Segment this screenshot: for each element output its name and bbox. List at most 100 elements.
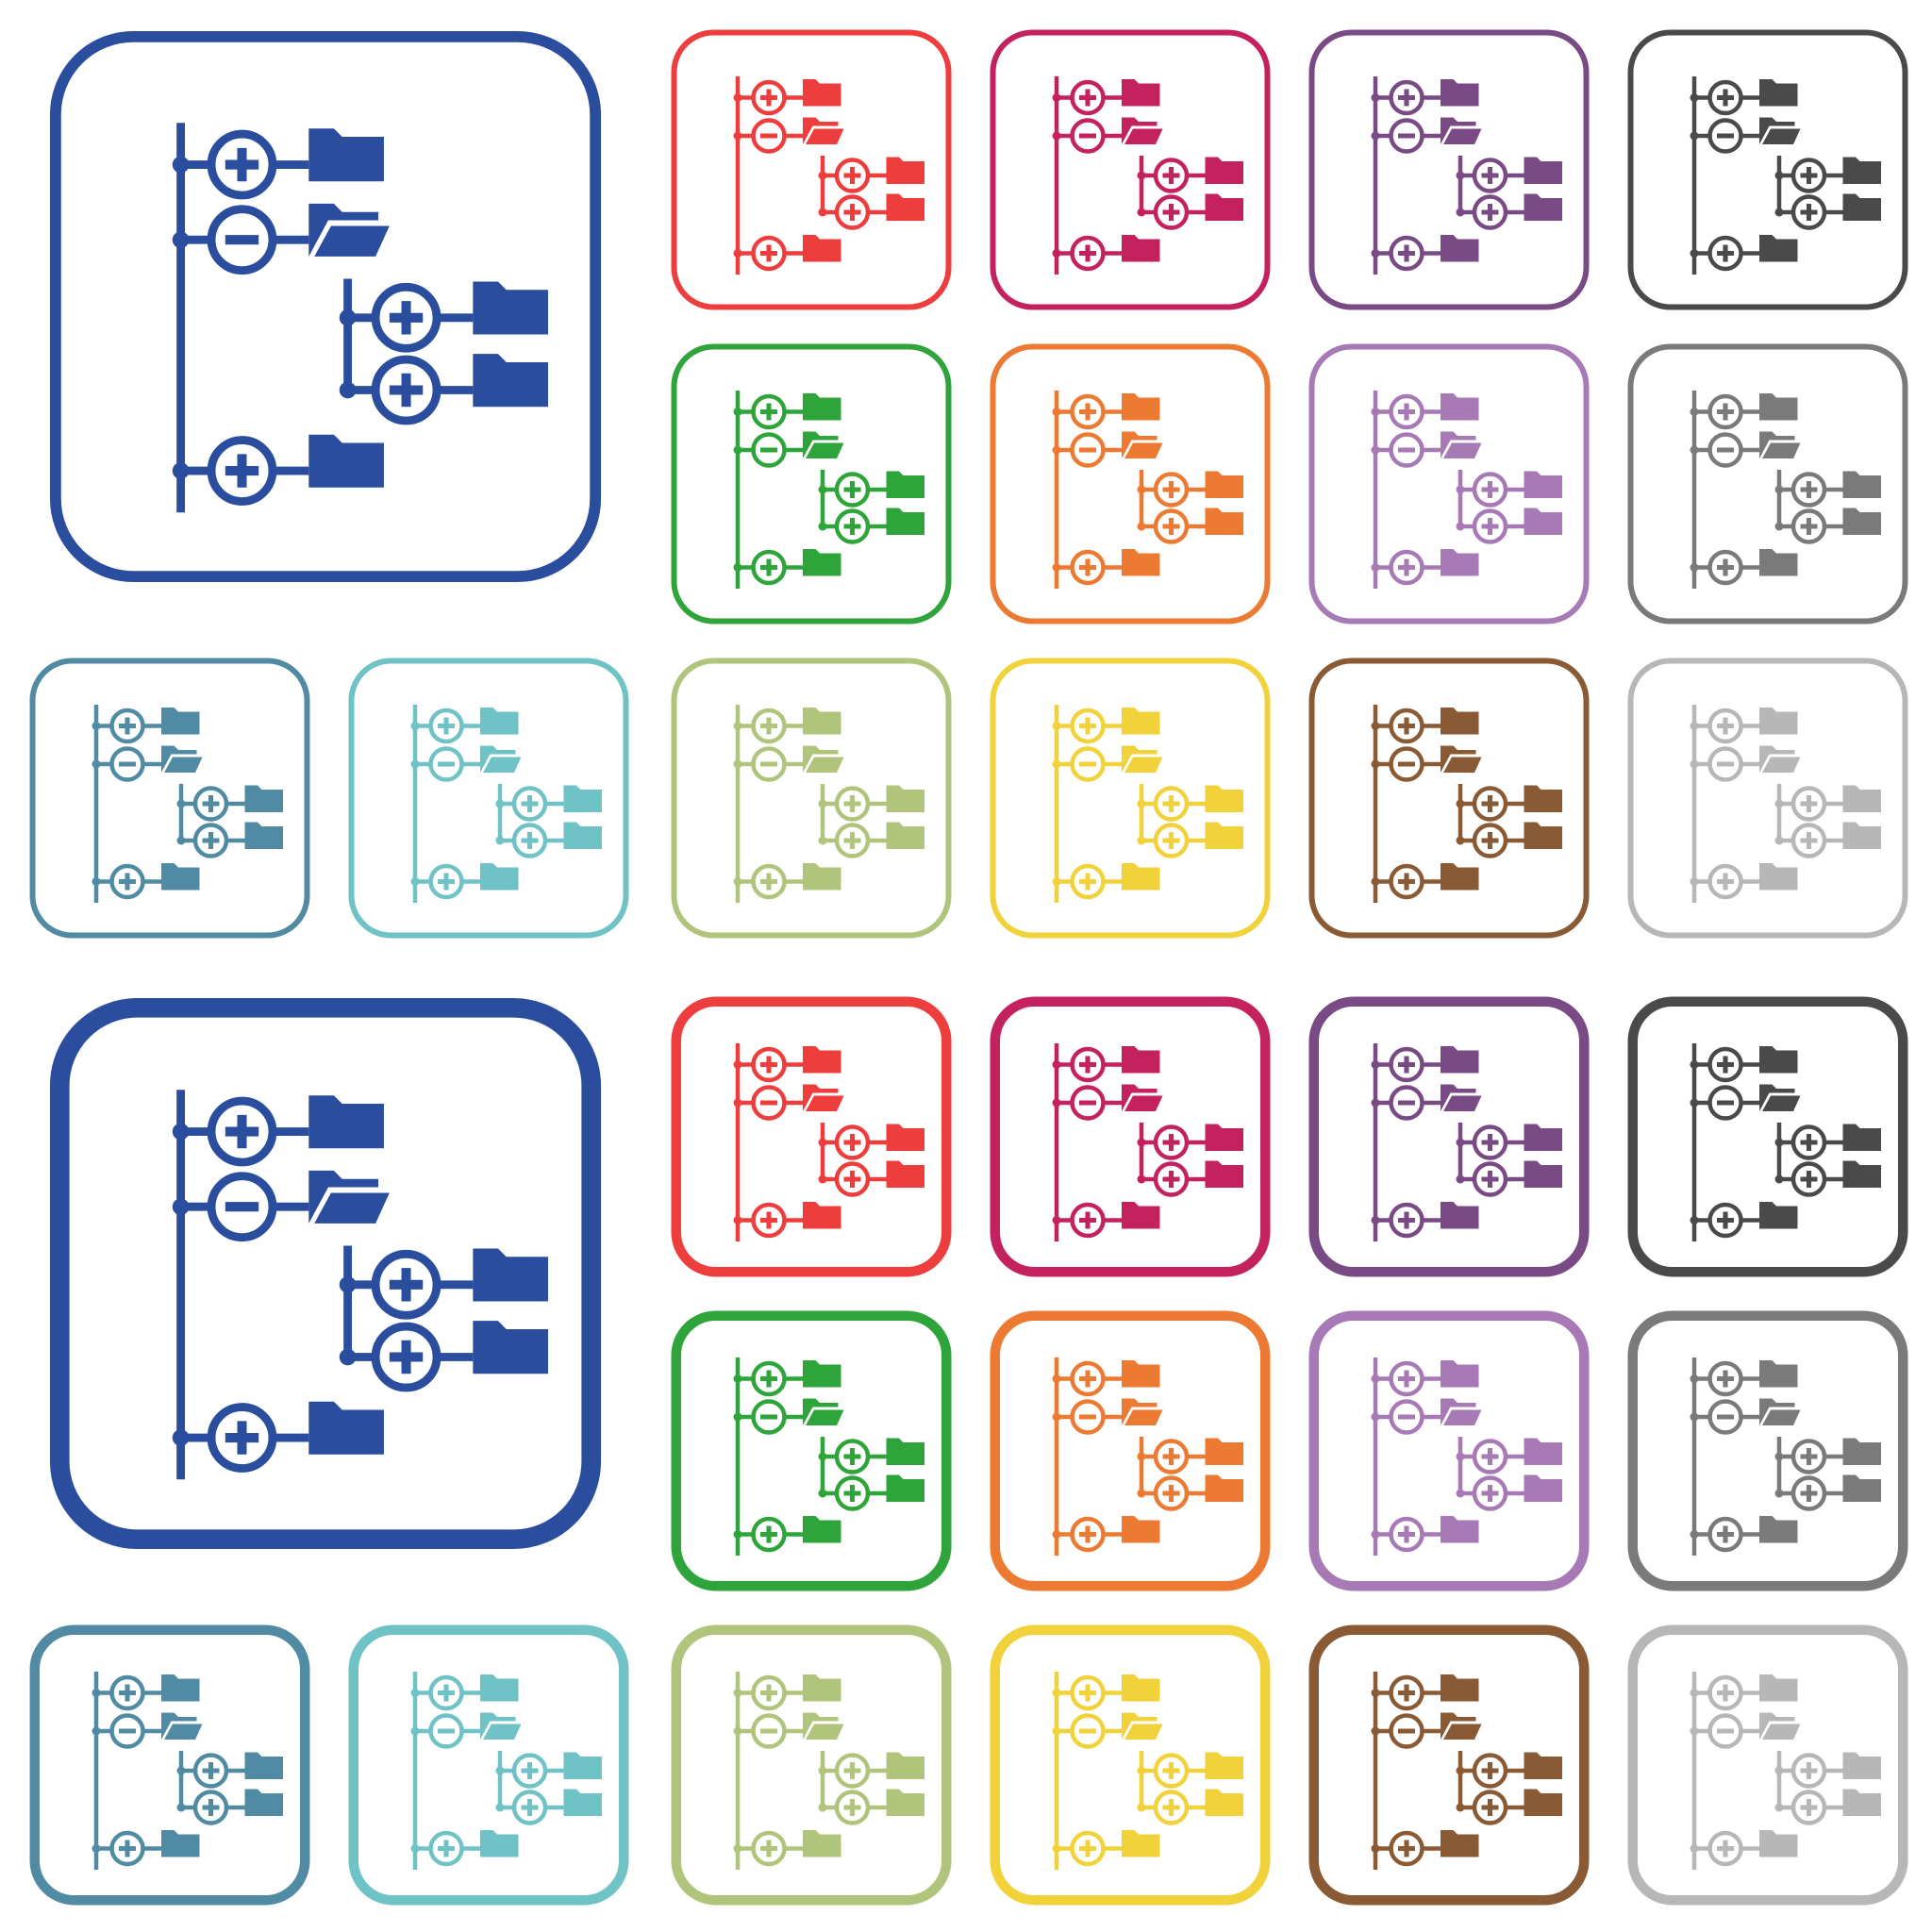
tile-border — [1627, 658, 1908, 939]
thick-border-tile[interactable] — [1307, 1309, 1591, 1592]
thick-border-tile[interactable] — [670, 1309, 953, 1592]
folder-icon — [480, 1830, 519, 1857]
folder-icon — [563, 822, 602, 849]
thin-border-tile[interactable] — [1307, 657, 1591, 940]
folder-icon — [803, 1674, 841, 1702]
folder-open-icon — [164, 757, 203, 773]
thin-border-tile[interactable] — [670, 342, 953, 625]
tile-border — [29, 658, 310, 939]
thick-border-tile[interactable] — [1626, 1624, 1909, 1907]
thin-border-tile[interactable] — [1626, 28, 1909, 311]
folder-tree-icon — [990, 1624, 1271, 1906]
thick-border-tile[interactable] — [670, 995, 953, 1278]
thin-border-tile[interactable] — [989, 342, 1272, 625]
thin-border-tile[interactable] — [1307, 28, 1591, 311]
folder-tree-glyph — [1052, 76, 1243, 275]
folder-icon — [1524, 1124, 1562, 1151]
folder-tree-glyph — [1052, 1043, 1243, 1241]
thick-border-tile[interactable] — [1307, 1624, 1591, 1907]
thick-border-tile[interactable] — [47, 995, 604, 1552]
tile-border — [671, 29, 952, 310]
thick-border-tile[interactable] — [670, 1624, 953, 1907]
thin-border-tile[interactable] — [1626, 342, 1909, 625]
folder-tree-icon — [1308, 29, 1590, 310]
thin-border-tile[interactable] — [670, 657, 953, 940]
folder-tree-icon — [671, 1310, 952, 1591]
folder-icon — [244, 822, 283, 849]
folder-icon — [803, 549, 841, 576]
thin-border-tile[interactable] — [989, 657, 1272, 940]
thick-border-tile[interactable] — [347, 1624, 630, 1907]
folder-icon — [1524, 822, 1562, 849]
folder-tree-glyph — [92, 1672, 283, 1870]
thin-border-tile[interactable] — [1307, 342, 1591, 625]
folder-open-back — [308, 1170, 379, 1224]
folder-open-icon — [1443, 757, 1482, 773]
folder-open-icon — [1124, 1724, 1163, 1740]
thick-border-tile[interactable] — [1626, 995, 1909, 1278]
folder-open-back — [803, 1084, 839, 1111]
folder-icon — [1759, 863, 1798, 891]
thin-border-tile[interactable] — [47, 28, 604, 585]
folder-icon — [244, 1752, 283, 1779]
thin-border-tile[interactable] — [670, 28, 953, 311]
folder-open-icon — [806, 442, 844, 458]
folder-icon — [1122, 1360, 1160, 1388]
tile-border — [671, 658, 952, 939]
folder-tree-icon — [1308, 1624, 1590, 1906]
folder-icon — [886, 471, 924, 498]
folder-open-back — [1441, 745, 1476, 773]
folder-open-icon — [1443, 1409, 1482, 1425]
folder-icon — [1122, 1202, 1160, 1229]
thick-border-tile[interactable] — [989, 1624, 1272, 1907]
folder-icon — [1759, 1360, 1798, 1388]
folder-icon — [1205, 1160, 1243, 1188]
folder-open-back — [803, 1712, 839, 1740]
tile-border — [990, 1310, 1271, 1591]
folder-icon — [1759, 393, 1798, 421]
thick-border-tile[interactable] — [989, 1309, 1272, 1592]
folder-icon — [1441, 1046, 1479, 1074]
tile-border — [1627, 29, 1908, 310]
folder-icon — [1842, 1160, 1881, 1188]
folder-tree-glyph — [410, 705, 602, 903]
folder-icon — [1441, 1516, 1479, 1543]
folder-icon — [1842, 193, 1881, 221]
thick-border-tile[interactable] — [1307, 995, 1591, 1278]
folder-icon — [1759, 549, 1798, 576]
folder-open-icon — [1762, 1724, 1801, 1740]
folder-icon — [1122, 708, 1160, 735]
tile-border — [990, 658, 1271, 939]
folder-icon — [473, 354, 548, 408]
folder-tree-icon — [1627, 343, 1908, 625]
thin-border-tile[interactable] — [1626, 657, 1909, 940]
folder-tree-icon — [29, 1624, 310, 1906]
folder-icon — [1122, 235, 1160, 262]
thin-border-tile[interactable] — [347, 657, 630, 940]
folder-icon — [803, 79, 841, 107]
folder-tree-icon — [348, 1624, 629, 1906]
folder-icon — [886, 1474, 924, 1502]
tile-border — [990, 343, 1271, 625]
folder-tree-glyph — [1371, 1357, 1562, 1556]
tile-border — [990, 996, 1271, 1277]
thick-border-tile[interactable] — [28, 1624, 311, 1907]
folder-tree-glyph — [1690, 391, 1881, 589]
folder-icon — [1122, 863, 1160, 891]
folder-tree-glyph — [1052, 1672, 1243, 1870]
thin-border-tile[interactable] — [28, 657, 311, 940]
thick-border-tile[interactable] — [1626, 1309, 1909, 1592]
tile-border — [1627, 1624, 1908, 1906]
folder-icon — [1524, 471, 1562, 498]
folder-tree-glyph — [1052, 705, 1243, 903]
folder-icon — [1842, 508, 1881, 535]
folder-icon — [803, 235, 841, 262]
thin-border-tile[interactable] — [989, 28, 1272, 311]
folder-open-back — [161, 1712, 197, 1740]
folder-open-back — [161, 745, 197, 773]
thick-border-tile[interactable] — [989, 995, 1272, 1278]
folder-icon — [308, 128, 384, 182]
folder-icon — [1842, 471, 1881, 498]
folder-tree-icon — [671, 996, 952, 1277]
folder-icon — [1205, 508, 1243, 535]
